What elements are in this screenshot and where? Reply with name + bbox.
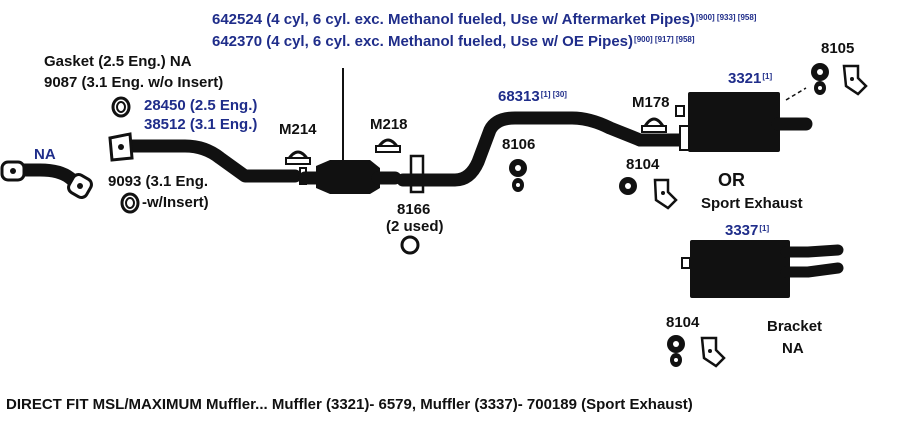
- muffler-icon: [681, 240, 844, 298]
- part-28450-label: 28450 (2.5 Eng.): [144, 97, 258, 114]
- diagram-caption: DIRECT FIT MSL/MAXIMUM Muffler... Muffle…: [6, 396, 693, 413]
- part-8106-label: 8106: [502, 136, 536, 153]
- bracket-icon: [653, 178, 678, 210]
- or-label: OR: [718, 170, 745, 190]
- hanger-icon: [785, 63, 829, 101]
- clamp-icon: [641, 117, 667, 133]
- clamp-icon: [375, 138, 401, 153]
- part-3337-text: 3337: [725, 222, 759, 239]
- front-pipe-icon: [0, 160, 93, 199]
- sport-exhaust-label: Sport Exhaust: [701, 195, 803, 212]
- gasket-ring-icon: [120, 192, 140, 214]
- bracket-na-label: NA: [782, 340, 804, 357]
- hanger-icon: [667, 335, 685, 367]
- part-642524-label: 642524 (4 cyl, 6 cyl. exc. Methanol fuel…: [212, 11, 756, 28]
- part-3321-text: 3321: [728, 70, 762, 87]
- part-642370-label: 642370 (4 cyl, 6 cyl. exc. Methanol fuel…: [212, 33, 695, 50]
- part-3321-label: 3321[1]: [728, 70, 772, 87]
- part-8104-top-label: 8104: [626, 156, 660, 173]
- part-642524-refs: [900] [933] [958]: [696, 13, 757, 22]
- part-642370-refs: [900] [917] [958]: [634, 35, 695, 44]
- part-642370-text: 642370 (4 cyl, 6 cyl. exc. Methanol fuel…: [212, 33, 634, 50]
- part-9093-insert-label: -w/Insert): [142, 194, 209, 211]
- part-8166-used-label: (2 used): [386, 218, 444, 235]
- part-38512-label: 38512 (3.1 Eng.): [144, 116, 258, 133]
- bracket-label: Bracket: [767, 318, 823, 335]
- m178-label: M178: [632, 94, 670, 111]
- m214-label: M214: [279, 121, 317, 138]
- intermediate-pipe: [108, 132, 302, 183]
- part-3321-refs: [1]: [762, 72, 773, 81]
- resonator-pipe: [396, 111, 647, 187]
- gasket-label: Gasket (2.5 Eng.) NA: [44, 53, 192, 70]
- muffler-icon: [633, 92, 813, 152]
- part-9087-label: 9087 (3.1 Eng. w/o Insert): [44, 74, 224, 91]
- part-68313-label: 68313[1] [30]: [498, 88, 567, 105]
- catalytic-converter-icon: [298, 68, 402, 194]
- part-3337-refs: [1]: [759, 224, 770, 233]
- na-front-label: NA: [34, 146, 56, 163]
- part-8104-bottom-label: 8104: [666, 314, 700, 331]
- gasket-ring-icon: [111, 96, 131, 118]
- part-3337-label: 3337[1]: [725, 222, 769, 239]
- part-642524-text: 642524 (4 cyl, 6 cyl. exc. Methanol fuel…: [212, 11, 695, 28]
- part-8166-label: 8166: [397, 201, 431, 218]
- part-68313-refs: [1] [30]: [540, 90, 567, 99]
- bracket-icon: [842, 64, 868, 96]
- m218-label: M218: [370, 116, 408, 133]
- hanger-icon: [619, 177, 637, 195]
- bracket-icon: [700, 336, 726, 368]
- part-68313-text: 68313: [498, 88, 540, 105]
- part-9093-label: 9093 (3.1 Eng.: [108, 173, 209, 190]
- part-8105-label: 8105: [821, 40, 855, 57]
- hanger-icon: [509, 159, 527, 192]
